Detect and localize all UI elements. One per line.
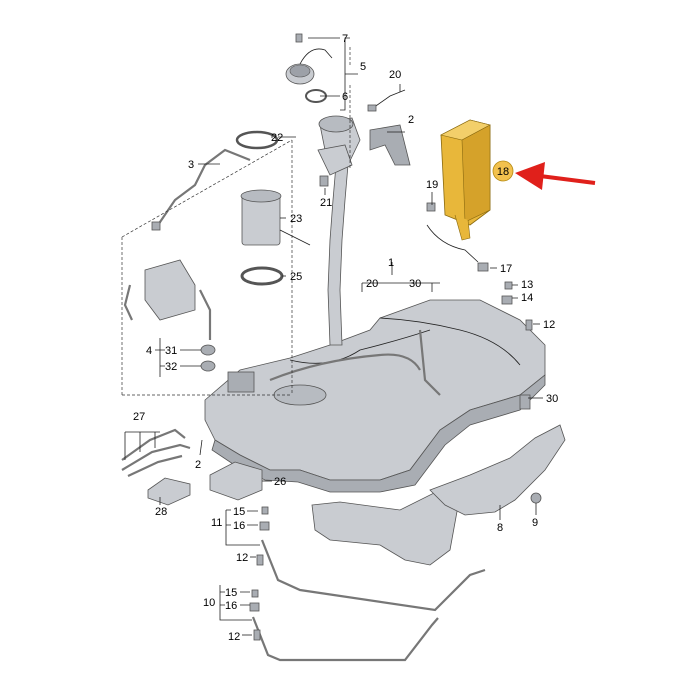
callout-4: 4 bbox=[146, 345, 152, 357]
fuel-pump-assembly bbox=[235, 130, 311, 286]
fuel-tank bbox=[204, 299, 546, 493]
callout-6: 6 bbox=[342, 91, 348, 103]
callout-18: 18 bbox=[497, 166, 509, 178]
callout-badge-18: 18 bbox=[492, 160, 514, 182]
highlight-arrow bbox=[515, 162, 596, 190]
callout-15-lower: 15 bbox=[225, 587, 237, 599]
callout-2-bottom: 2 bbox=[195, 459, 201, 471]
group-outline bbox=[121, 45, 351, 396]
bolts bbox=[249, 175, 533, 641]
callout-27: 27 bbox=[133, 411, 145, 423]
callout-2-top: 2 bbox=[408, 114, 414, 126]
bracket-26 bbox=[209, 461, 263, 501]
hoses-27 bbox=[121, 428, 191, 477]
callout-26: 26 bbox=[274, 476, 286, 488]
filler-neck bbox=[317, 115, 411, 346]
callout-8: 8 bbox=[497, 522, 503, 534]
callout-21: 21 bbox=[320, 197, 332, 209]
callout-7: 7 bbox=[342, 33, 348, 45]
callout-1: 1 bbox=[388, 257, 394, 269]
callout-16-upper: 16 bbox=[233, 520, 245, 532]
callout-30-group: 30 bbox=[409, 278, 421, 290]
callout-25: 25 bbox=[290, 271, 302, 283]
callout-20-sensor: 20 bbox=[389, 69, 401, 81]
callout-28: 28 bbox=[155, 506, 167, 518]
callout-23: 23 bbox=[290, 213, 302, 225]
charcoal-canister bbox=[426, 119, 491, 263]
callout-19: 19 bbox=[426, 179, 438, 191]
callout-10: 10 bbox=[203, 597, 215, 609]
callout-32: 32 bbox=[165, 361, 177, 373]
callout-16-lower: 16 bbox=[225, 600, 237, 612]
callout-22: 22 bbox=[271, 132, 283, 144]
leader-lines bbox=[155, 37, 543, 636]
callout-14: 14 bbox=[521, 292, 533, 304]
callout-12-bottom: 12 bbox=[228, 631, 240, 643]
callout-20-group: 20 bbox=[366, 278, 378, 290]
callout-13: 13 bbox=[521, 279, 533, 291]
connector-28 bbox=[147, 477, 191, 506]
callout-17: 17 bbox=[500, 263, 512, 275]
callout-12-middle: 12 bbox=[236, 552, 248, 564]
callout-30-bolt: 30 bbox=[546, 393, 558, 405]
callout-5: 5 bbox=[360, 61, 366, 73]
callout-3: 3 bbox=[188, 159, 194, 171]
heat-shields bbox=[311, 424, 566, 566]
fuel-line-3 bbox=[151, 148, 251, 231]
callout-9: 9 bbox=[532, 517, 538, 529]
pump-control-unit bbox=[123, 259, 216, 372]
fuel-cap bbox=[285, 33, 333, 103]
callout-15-upper: 15 bbox=[233, 506, 245, 518]
callout-12-right: 12 bbox=[543, 319, 555, 331]
sensor-20 bbox=[367, 89, 406, 112]
tank-straps bbox=[251, 539, 486, 662]
callout-11: 11 bbox=[211, 517, 222, 529]
callout-31: 31 bbox=[165, 345, 177, 357]
